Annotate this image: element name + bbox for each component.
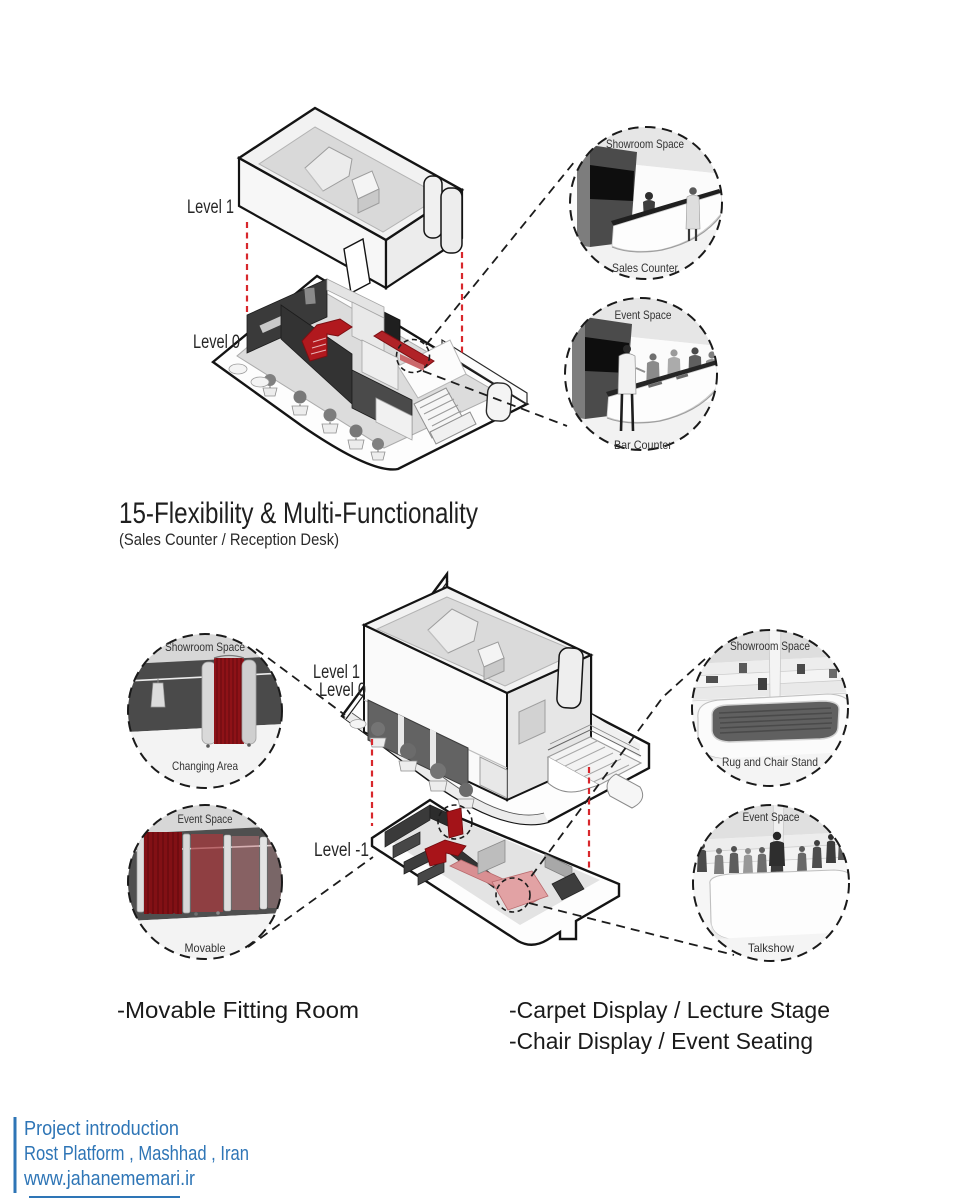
svg-text:-Chair Display / Event Seating: -Chair Display / Event Seating	[509, 1028, 813, 1054]
svg-text:Rug and Chair Stand: Rug and Chair Stand	[722, 755, 818, 769]
svg-text:15-Flexibility & Multi-Functio: 15-Flexibility & Multi-Functionality	[119, 497, 478, 530]
svg-text:www.jahanememari.ir: www.jahanememari.ir	[23, 1168, 195, 1190]
svg-text:Event Space: Event Space	[615, 308, 672, 322]
svg-text:(Sales Counter / Reception Des: (Sales Counter / Reception Desk)	[119, 530, 339, 549]
svg-text:-Carpet Display / Lecture Stag: -Carpet Display / Lecture Stage	[509, 997, 830, 1023]
svg-text:Talkshow: Talkshow	[748, 941, 794, 955]
svg-text:-Movable Fitting Room: -Movable Fitting Room	[117, 997, 359, 1023]
svg-text:Movable: Movable	[185, 941, 226, 955]
svg-text:Rost Platform , Mashhad , Iran: Rost Platform , Mashhad , Iran	[24, 1143, 249, 1165]
svg-text:Showroom Space: Showroom Space	[730, 639, 810, 653]
svg-text:Showroom Space: Showroom Space	[165, 640, 245, 654]
svg-text:Sales Counter: Sales Counter	[612, 261, 678, 275]
svg-text:Event Space: Event Space	[743, 810, 800, 824]
svg-text:Showroom Space: Showroom Space	[606, 137, 684, 151]
svg-text:Changing Area: Changing Area	[172, 759, 238, 773]
svg-text:Event Space: Event Space	[178, 812, 233, 826]
svg-text:Level 0: Level 0	[193, 332, 240, 353]
svg-text:Level 0: Level 0	[319, 680, 366, 701]
svg-text:Level 1: Level 1	[187, 197, 234, 218]
svg-text:Level -1: Level -1	[314, 840, 369, 861]
svg-text:Project introduction: Project introduction	[24, 1118, 179, 1140]
svg-text:Level 1: Level 1	[313, 662, 360, 683]
svg-text:Bar Counter: Bar Counter	[614, 438, 672, 452]
